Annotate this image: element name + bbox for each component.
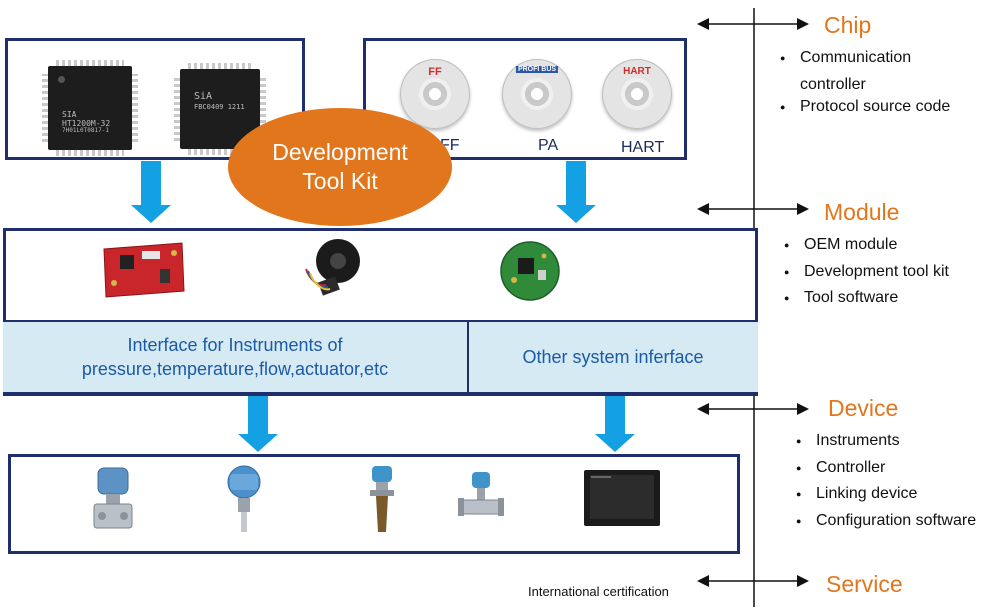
- chip-title: Chip: [824, 12, 872, 38]
- device-bullet-controller: Controller: [794, 455, 976, 482]
- device-bullet-config-software: Configuration software: [794, 508, 976, 535]
- chip-dot-icon: [58, 76, 65, 83]
- arrow-module-to-device-left: [238, 396, 278, 452]
- cd-ff-label: FF: [428, 66, 442, 78]
- chip-bullet-protocol-source: Protocol source code: [778, 94, 950, 121]
- arrow-module-to-device-right: [595, 396, 635, 452]
- chip-bullet-controller: controller: [800, 75, 866, 93]
- chip-1-line3: 7H01L0T0817-1: [62, 127, 109, 135]
- cd-disc-ff: FF: [400, 59, 470, 129]
- instrument-interface-line1: Interface for Instruments of: [127, 334, 343, 355]
- module-title: Module: [824, 199, 900, 225]
- chip-bullet-communication: Communication: [778, 45, 950, 72]
- cd-disc-hart: HART: [602, 59, 672, 129]
- touch-panel-icon: [584, 470, 660, 526]
- international-certification: International certification: [528, 584, 669, 599]
- chip-1-line1: SIA: [62, 110, 77, 119]
- chip-bullets: Communication controller Protocol source…: [778, 45, 950, 121]
- cd-hart-caption: HART: [621, 139, 665, 156]
- module-bullet-tool-software: Tool software: [782, 285, 949, 312]
- level-radar-icon: [370, 466, 394, 532]
- device-bullets: Instruments Controller Linking device Co…: [794, 428, 976, 534]
- service-title: Service: [826, 571, 903, 597]
- cd-disc-pa: PROFI BUS: [502, 59, 572, 129]
- other-system-interface: Other system inferface: [522, 346, 704, 367]
- module-bullet-dev-tool-kit: Development tool kit: [782, 259, 949, 286]
- band-divider: [467, 322, 469, 392]
- round-module-icon: [305, 239, 360, 296]
- chip-1-line2: HT1200M-32: [62, 119, 111, 129]
- module-bullets: OEM module Development tool kit Tool sof…: [782, 232, 949, 312]
- device-bullet-linking-device: Linking device: [794, 481, 976, 508]
- cd-hart-label: HART: [623, 66, 651, 77]
- tool-kit-line1: Development: [272, 138, 408, 165]
- instrument-interface: Interface for Instruments of pressure,te…: [3, 322, 467, 392]
- development-tool-kit-ellipse: Development Tool Kit: [228, 108, 452, 226]
- chip-2-line1: SiA: [194, 91, 213, 102]
- chip-2-line2: FBC0409 1211: [194, 102, 245, 111]
- cd-pa-caption: PA: [538, 137, 559, 154]
- module-bullet-oem: OEM module: [782, 232, 949, 259]
- pressure-transmitter-icon: [93, 467, 133, 529]
- tool-kit-line2: Tool Kit: [302, 168, 378, 194]
- interface-band: Interface for Instruments of pressure,te…: [3, 320, 758, 394]
- device-title: Device: [828, 395, 899, 421]
- device-bullet-instruments: Instruments: [794, 428, 976, 455]
- arrow-chip-to-module-left: [131, 161, 171, 223]
- ic-chip-1: SIA HT1200M-32 7H01L0T0817-1: [42, 60, 138, 156]
- protocol-cd-box: FF PROFI BUS HART FF PA HART: [363, 38, 687, 160]
- temperature-transmitter-icon: [227, 465, 261, 532]
- pcb-board-icon: [103, 242, 185, 298]
- cd-pa-label: PROFI BUS: [515, 66, 559, 73]
- arrow-chip-to-module-right: [556, 161, 596, 223]
- flow-meter-icon: [458, 472, 504, 516]
- instrument-interface-line2: pressure,temperature,flow,actuator,etc: [81, 359, 389, 379]
- chip-box: SIA HT1200M-32 7H01L0T0817-1 SiA FBC0409…: [5, 38, 305, 160]
- green-pcb-module-icon: [500, 241, 560, 301]
